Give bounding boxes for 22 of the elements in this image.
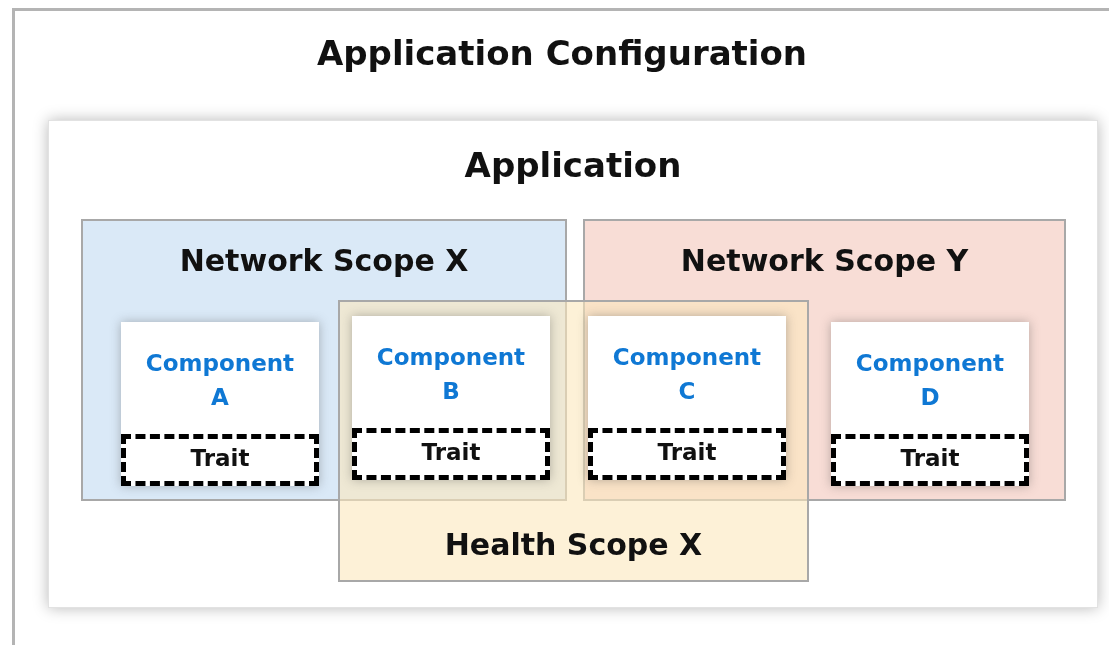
heading: Network Scope Y: [680, 243, 969, 278]
dashed-box: [121, 434, 319, 486]
heading: Health Scope X: [443, 527, 704, 562]
component-card: [352, 316, 550, 480]
component-card: [588, 316, 786, 480]
heading: Network Scope X: [179, 243, 469, 278]
component-card: [121, 322, 319, 486]
component-name: Component A: [144, 349, 296, 412]
heading: Application Configuration: [316, 33, 808, 73]
trait-label: Trait: [900, 445, 960, 471]
trait-label: Trait: [421, 439, 481, 465]
dashed-box: [831, 434, 1029, 486]
dashed-box: [588, 428, 786, 480]
component-name: Component B: [375, 343, 527, 406]
heading: Application: [464, 145, 682, 185]
component-name: Component C: [611, 343, 763, 406]
outer-frame: [12, 8, 1109, 645]
component-card: [831, 322, 1029, 486]
component-name: Component D: [854, 349, 1006, 412]
trait-label: Trait: [190, 445, 250, 471]
trait-label: Trait: [657, 439, 717, 465]
dashed-box: [352, 428, 550, 480]
